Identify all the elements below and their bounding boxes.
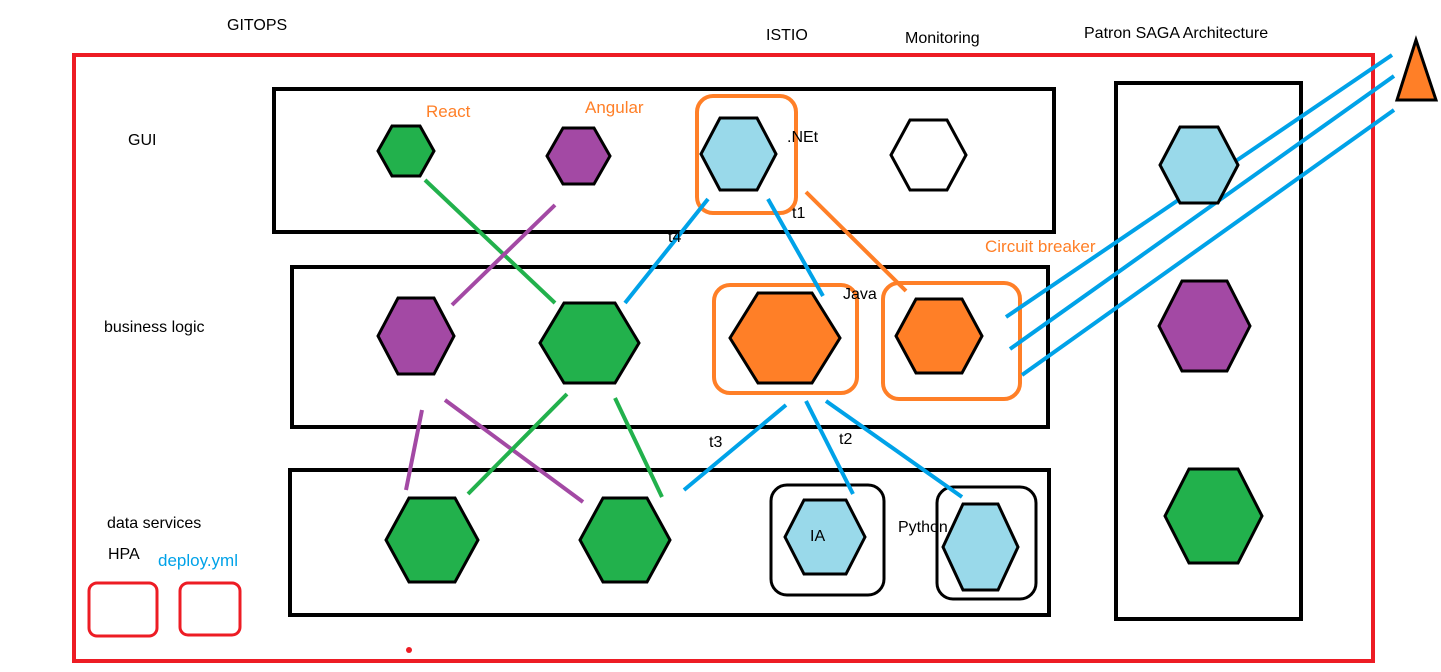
connectors xyxy=(404,53,1396,504)
data-layer-box xyxy=(288,468,1051,617)
monitoring-triangle-icon xyxy=(1394,35,1439,102)
gui-layer-label: GUI xyxy=(128,132,156,149)
angular-label: Angular xyxy=(585,98,644,117)
deploy-label: deploy.yml xyxy=(158,551,238,570)
outer-frame xyxy=(72,53,1375,663)
line-t4 xyxy=(623,197,710,305)
gitops-label: GITOPS xyxy=(227,17,287,34)
gui-layer-box xyxy=(272,87,1056,234)
line-green-down-1 xyxy=(466,392,569,496)
circuit-breaker-label: Circuit breaker xyxy=(985,237,1096,256)
business-layer-label: business logic xyxy=(104,319,205,336)
saga-column-box xyxy=(1114,81,1303,621)
net-hexagon xyxy=(699,116,778,192)
line-angular-business xyxy=(450,203,557,307)
saga-green-hexagon xyxy=(1163,467,1264,565)
line-purple-down-2 xyxy=(443,398,585,504)
net-label: .NEt xyxy=(787,129,819,146)
gui-empty-hexagon xyxy=(889,118,968,192)
data-green-hexagon-1 xyxy=(384,496,480,584)
line-circuit-breaker xyxy=(804,190,908,293)
python-label: Python xyxy=(898,519,948,536)
line-t2 xyxy=(804,400,855,495)
python-hexagon xyxy=(941,502,1020,592)
ia-hexagon xyxy=(783,498,867,576)
text-labels: GITOPS ISTIO Monitoring Patron SAGA Arch… xyxy=(104,17,1268,570)
ia-label: IA xyxy=(810,528,825,545)
line-green-down-2 xyxy=(613,397,664,498)
saga-purple-hexagon xyxy=(1157,279,1252,373)
java-label: Java xyxy=(843,286,877,303)
t3-label: t3 xyxy=(709,434,722,451)
red-dot xyxy=(406,647,412,653)
java-hexagon xyxy=(728,291,842,385)
net-group-box xyxy=(695,94,798,215)
python-group-box xyxy=(935,485,1038,601)
line-t3 xyxy=(682,403,788,492)
react-label: React xyxy=(426,102,471,121)
deploy-box xyxy=(178,581,242,637)
line-python xyxy=(824,399,964,499)
hexagons xyxy=(376,116,1264,592)
saga-lightblue-hexagon xyxy=(1158,125,1240,205)
t1-label: t1 xyxy=(792,205,805,222)
t2-label: t2 xyxy=(839,431,852,448)
line-monitor-2 xyxy=(1008,74,1396,351)
business-green-hexagon xyxy=(538,301,641,385)
line-react-business xyxy=(423,178,557,305)
saga-label: Patron SAGA Architecture xyxy=(1084,25,1268,42)
line-purple-down-1 xyxy=(404,409,424,491)
hpa-box xyxy=(87,581,159,638)
istio-label: ISTIO xyxy=(766,27,808,44)
line-monitor-3 xyxy=(1020,108,1396,377)
ia-group-box xyxy=(769,483,886,597)
data-layer-label: data services xyxy=(107,515,201,532)
java-group-box xyxy=(712,283,859,395)
business-purple-hexagon xyxy=(376,296,456,376)
t4-label: t4 xyxy=(668,229,681,246)
line-t1 xyxy=(766,198,825,297)
monitoring-label: Monitoring xyxy=(905,30,980,47)
data-green-hexagon-2 xyxy=(578,496,672,584)
hpa-label: HPA xyxy=(108,546,140,563)
business-layer-box xyxy=(290,265,1050,429)
circuit-breaker-hexagon xyxy=(894,297,984,375)
react-hexagon xyxy=(376,124,436,178)
angular-hexagon xyxy=(545,126,612,186)
